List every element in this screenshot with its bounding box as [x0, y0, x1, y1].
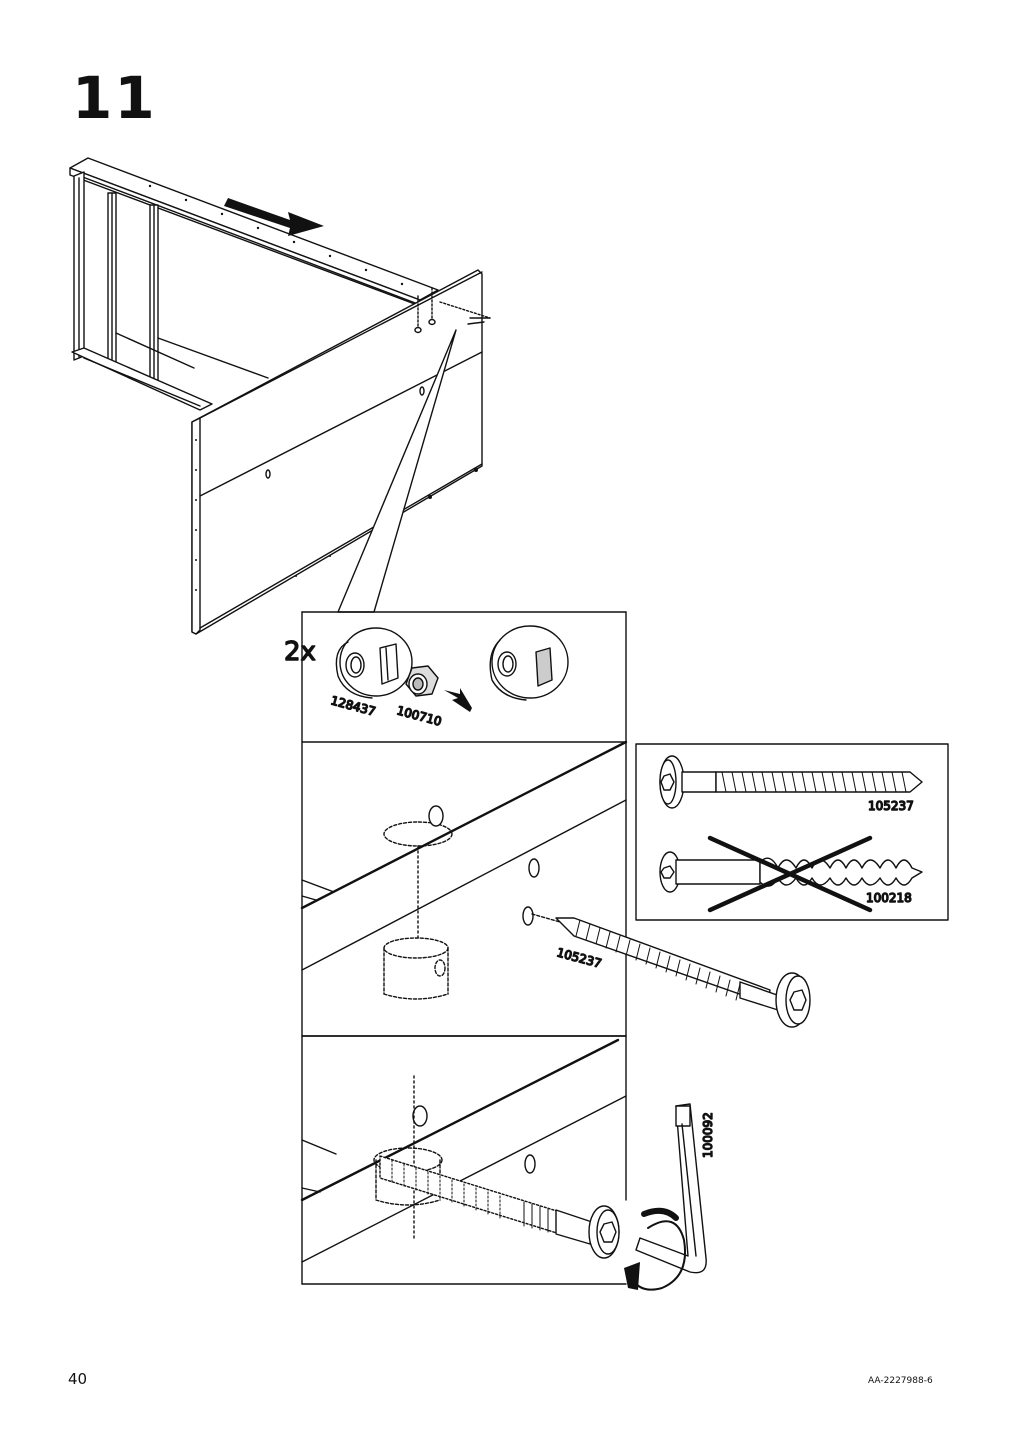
wrong-screw-label: 100218 [866, 891, 912, 905]
detail-insert-screw: 105237 [300, 740, 628, 1037]
correct-screw [659, 755, 923, 809]
correct-screw-label: 105237 [868, 799, 914, 813]
furniture-frame [69, 157, 491, 635]
allen-key-100092 [635, 1103, 707, 1274]
page-number: 40 [68, 1370, 88, 1388]
wrong-screw [659, 851, 923, 893]
cam-lock-assembled [489, 625, 569, 701]
connector-screw-105237 [555, 917, 811, 1028]
hex-nut-100710 [405, 665, 439, 697]
arrow-right-icon [224, 198, 324, 236]
quantity-label: 2x [284, 637, 316, 667]
detail-tighten-screw [300, 1035, 627, 1285]
allen-key-label: 100092 [701, 1112, 715, 1158]
callout-cam-box: 2x 128437 100710 [283, 611, 627, 743]
document-code: AA-2227988-6 [868, 1376, 933, 1386]
part-label-nut: 100710 [395, 703, 443, 728]
cross-icon [707, 835, 873, 913]
screw-comparison-panel: 105237 100218 [635, 743, 949, 921]
rotate-icon [624, 1207, 686, 1291]
cam-lock-128437 [335, 627, 413, 699]
step-number: 11 [72, 64, 157, 132]
arrow-insert-icon [444, 688, 472, 712]
